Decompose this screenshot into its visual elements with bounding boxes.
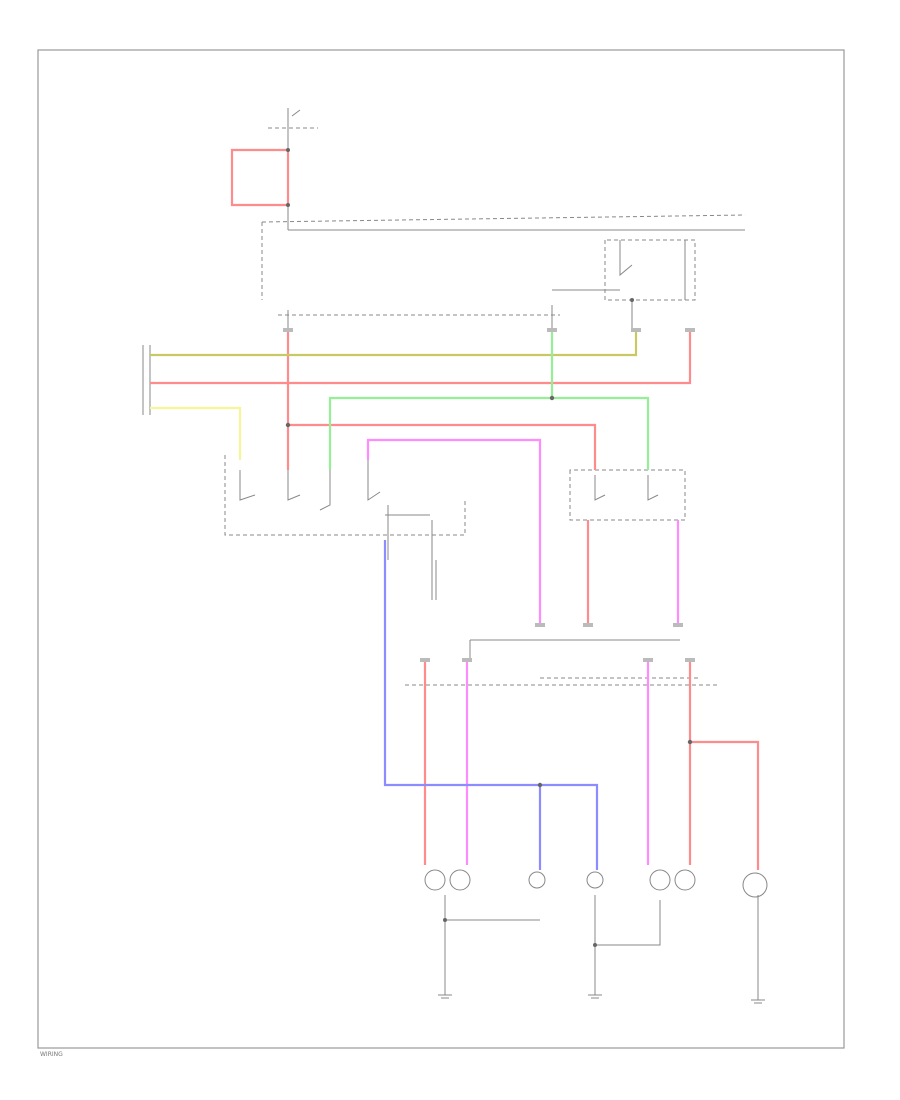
gray-wires [142,108,768,1004]
connector-marks [283,328,695,662]
green-wires [328,330,650,470]
magenta-wires [366,438,680,865]
yellow-wire [150,406,242,460]
red-wires [150,148,760,870]
blue-wires [383,540,599,870]
yellow-green-wire [150,330,638,357]
footer-code: WIRING [40,1051,63,1058]
splice-dots [285,148,693,947]
diagram-frame [37,49,845,1049]
